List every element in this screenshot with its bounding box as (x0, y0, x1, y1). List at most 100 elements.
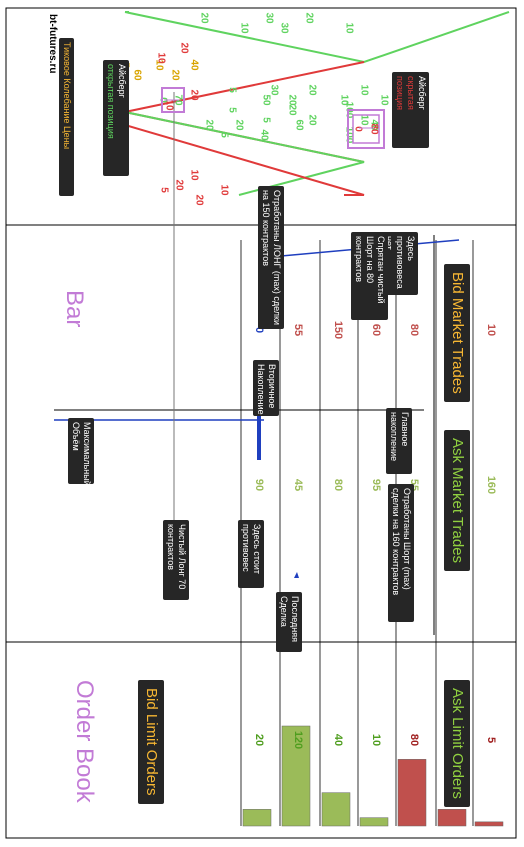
tick-num-row_l2-3: 20 (286, 94, 297, 106)
tick-num-row_l2-7: 10 (378, 94, 389, 106)
tick-num-row_r3-0: 20 (203, 119, 214, 131)
upper-box-inner (352, 114, 380, 144)
tick-num-row_r1-0: 20 (178, 42, 189, 54)
tick-num-row_l1-2: 30 (263, 12, 274, 24)
ask-limit-bar-1 (437, 809, 467, 827)
site-name: bt-futures.ru (47, 14, 58, 74)
label-short-80: Спрятан чистый Шорт на 80 контрактов (351, 232, 388, 320)
header-ask-market: Ask Market Trades (444, 430, 470, 572)
bid-trade-4: 150 (332, 321, 344, 339)
title-bar: Bar (61, 290, 88, 328)
tick-num-row_l2-2: 30 (268, 84, 279, 96)
tick-path-2 (124, 61, 365, 163)
label-iceberg-open: Айсберг открытая позиция (103, 60, 129, 176)
ask-trade-4: 80 (332, 479, 344, 491)
tick-num-row_l1-3: 30 (278, 22, 289, 34)
ask-trade-3: 95 (370, 479, 382, 491)
upper-box-left: 0 (352, 126, 363, 132)
tick-num-row_r1-1: 10 (155, 52, 166, 64)
upper-box-outer (347, 109, 385, 149)
bid-trade-3: 60 (370, 324, 382, 336)
label-tick-price: Тиковое Колебание Цены (59, 38, 74, 196)
iceberg-hidden-line2: скрытая позиция (395, 76, 416, 110)
ask-limit-value-0: 5 (485, 737, 497, 743)
tick-path-1 (124, 11, 510, 64)
arrow-head-2 (294, 572, 299, 578)
tick-num-row_r2-1: 10 (163, 99, 174, 111)
bid-trade-6: 0 (253, 327, 265, 333)
ask-limit-value-2: 80 (408, 734, 420, 746)
tick-num-row_l2-5: 10 (338, 94, 349, 106)
tick-num-row_l3-3: 20 (306, 114, 317, 126)
tick-num-row_l3-0: 5 (226, 107, 237, 113)
ask-trade-6: 90 (253, 479, 265, 491)
tick-num-row_r4-2: 5 (158, 187, 169, 193)
tick-path-3 (124, 111, 365, 196)
iceberg-boxes (161, 87, 385, 149)
tick-num-right_edge-4: 40 (188, 59, 199, 71)
label-max-volume: Максимальный Объём (68, 418, 94, 486)
ask-limit-bar-5 (281, 725, 311, 827)
tick-num-row_l1-0: 20 (198, 12, 209, 24)
ask-trade-5: 45 (292, 479, 304, 491)
tick-num-row_r4-0: 10 (218, 184, 229, 196)
tick-num-right_edge-2: 10 (153, 59, 164, 71)
ask-limit-value-4: 40 (332, 734, 344, 746)
tick-num-row_l2-0: 5 (226, 87, 237, 93)
frame-lines (5, 7, 517, 839)
header-bid-market: Bid Market Trades (444, 264, 470, 402)
bid-trade-5: 55 (292, 324, 304, 336)
tick-num-right_edge-1: 60 (131, 69, 142, 81)
label-short-160: Отработаны Шорт (max) сделки на 160 конт… (388, 484, 414, 622)
ask-limit-bar-0 (474, 821, 504, 827)
label-secondary-acc: Вторичное Накопление (253, 360, 279, 416)
tick-num-row_r3-4: 60 (293, 119, 304, 131)
tick-num-row_l3-1: 5 (260, 117, 271, 123)
tick-num-row_r3-2: 20 (233, 119, 244, 131)
ask-limit-value-3: 10 (370, 734, 382, 746)
tick-num-row_l2-6: 10 (358, 84, 369, 96)
tick-num-row_l3-5: 10 (358, 114, 369, 126)
ask-limit-value-6: 20 (253, 734, 265, 746)
tick-num-row_l4-1: 20 (173, 179, 184, 191)
tick-num-row_l2-1: 50 (260, 94, 271, 106)
ask-limit-bar-4 (321, 792, 351, 827)
title-order-book: Order Book (71, 680, 98, 803)
ask-limit-bar-3 (359, 817, 389, 827)
tick-num-row_l4-0: 10 (188, 169, 199, 181)
label-opposition-here: Здесь стоит противовес (238, 520, 264, 588)
bid-trade-0: 10 (485, 324, 497, 336)
tick-num-row_l1-1: 10 (238, 22, 249, 34)
iceberg-open-line1: Айсберг (117, 64, 127, 98)
tick-num-row_r3-6: 40 (368, 119, 379, 131)
label-long-70: Чистый Лонг 70 контрактов (163, 520, 189, 600)
tick-num-row_r3-3: 40 (258, 129, 269, 141)
ask-limit-bar-2 (397, 759, 427, 827)
header-bid-limit: Bid Limit Orders (138, 680, 164, 804)
tick-num-row_l1-5: 10 (343, 22, 354, 34)
header-ask-limit: Ask Limit Orders (444, 680, 470, 807)
upper-box-right: 80 (368, 123, 379, 135)
label-long-150: Отработаны ЛОНГ (max) сделки на 150 конт… (258, 186, 284, 329)
label-iceberg-hidden: Айсберг скрытая позиция (392, 72, 429, 148)
outer-frame (5, 7, 517, 839)
tick-num-right_edge-3: 20 (169, 69, 180, 81)
iceberg-hidden-line1: Айсберг (417, 76, 427, 110)
tick-num-row_l1-4: 20 (303, 12, 314, 24)
chart-marks: 1011080601505501607055958045905208010401… (119, 12, 504, 827)
iceberg-open-line2: открытая позиция (106, 64, 116, 139)
ask-limit-bar-6 (242, 809, 272, 827)
ask-limit-value-5: 120 (292, 731, 304, 749)
tick-num-row_l3-2: 20 (286, 104, 297, 116)
label-last-trade: Последняя Сделка (276, 592, 302, 652)
tick-num-row_r3-1: 5 (218, 132, 229, 138)
lower-box (161, 87, 185, 113)
tick-num-row_r4-1: 20 (193, 194, 204, 206)
tick-num-row_r2-0: 20 (188, 89, 199, 101)
tick-num-row_l2-4: 20 (306, 84, 317, 96)
label-main-acc: Главное накопление (386, 408, 412, 474)
tick-path-4 (124, 124, 365, 196)
bid-trade-2: 80 (408, 324, 420, 336)
